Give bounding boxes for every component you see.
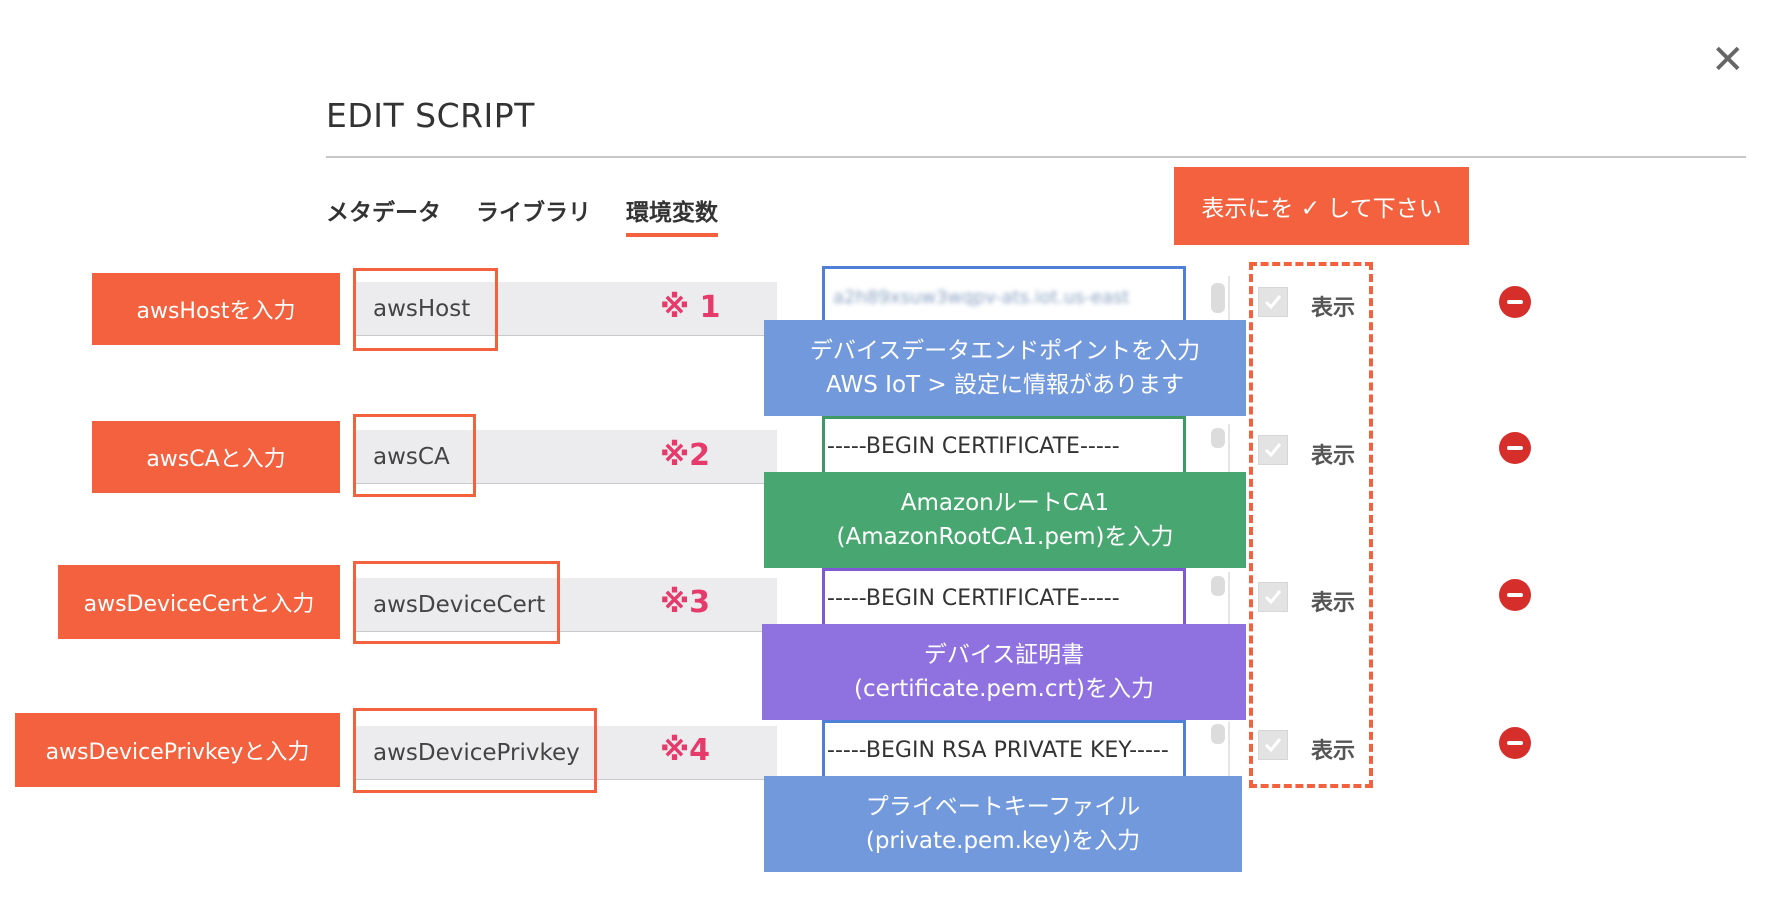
scroll-track bbox=[1228, 722, 1230, 776]
dialog-title: EDIT SCRIPT bbox=[326, 96, 535, 135]
scroll-track bbox=[1228, 424, 1230, 478]
close-icon[interactable]: ✕ bbox=[1711, 37, 1745, 83]
env-key-value: awsDeviceCert bbox=[373, 592, 546, 618]
note-marker-3: ※3 bbox=[660, 585, 711, 620]
scroll-track bbox=[1228, 276, 1230, 330]
env-key-input-awshost[interactable]: awsHost bbox=[355, 282, 777, 336]
info-callout-private-key: プライベートキーファイル (private.pem.key)を入力 bbox=[764, 776, 1242, 872]
value-scrollbar[interactable] bbox=[1211, 576, 1225, 596]
note-marker-4: ※4 bbox=[660, 733, 711, 768]
key-highlight-box bbox=[353, 414, 476, 497]
info-callout-endpoint: デバイスデータエンドポイントを入力 AWS IoT > 設定に情報があります bbox=[764, 320, 1246, 416]
note-marker-1: ※ 1 bbox=[660, 290, 721, 325]
checkmark-icon bbox=[1264, 590, 1282, 605]
key-highlight-box bbox=[353, 268, 498, 351]
show-checkbox[interactable] bbox=[1258, 582, 1288, 612]
env-key-input-awsca[interactable]: awsCA bbox=[355, 430, 777, 484]
scroll-track bbox=[1228, 572, 1230, 626]
key-highlight-box bbox=[353, 561, 560, 644]
minus-circle-icon[interactable] bbox=[1499, 432, 1531, 464]
checkmark-icon bbox=[1264, 738, 1282, 753]
note-marker-2: ※2 bbox=[660, 438, 711, 473]
value-scrollbar[interactable] bbox=[1211, 428, 1225, 448]
info-line: AmazonルートCA1 bbox=[900, 490, 1110, 516]
value-scrollbar[interactable] bbox=[1211, 283, 1225, 313]
env-key-value: awsDevicePrivkey bbox=[373, 740, 580, 766]
info-line: プライベートキーファイル bbox=[865, 794, 1141, 820]
callout-awsca: awsCAと入力 bbox=[92, 421, 340, 493]
callout-awsdeviceprivkey: awsDevicePrivkeyと入力 bbox=[15, 713, 340, 787]
info-callout-device-cert: デバイス証明書 (certificate.pem.crt)を入力 bbox=[762, 624, 1246, 720]
minus-circle-icon[interactable] bbox=[1499, 579, 1531, 611]
show-label: 表示 bbox=[1311, 739, 1356, 764]
show-column-highlight bbox=[1249, 262, 1373, 788]
show-checkbox[interactable] bbox=[1258, 287, 1288, 317]
env-value-text: -----BEGIN CERTIFICATE----- bbox=[827, 434, 1120, 459]
env-key-input-awsdevicecert[interactable]: awsDeviceCert bbox=[355, 578, 777, 632]
env-value-text: a2h89xsuw3wqpv-ats.iot.us-east bbox=[833, 287, 1130, 308]
env-value-input-awsdeviceprivkey[interactable]: -----BEGIN RSA PRIVATE KEY----- bbox=[822, 720, 1186, 782]
env-value-text: -----BEGIN CERTIFICATE----- bbox=[827, 586, 1120, 611]
callout-awshost: awsHostを入力 bbox=[92, 273, 340, 345]
show-checkbox-notice: 表示にを ✓ して下さい bbox=[1174, 167, 1469, 245]
checkmark-icon bbox=[1264, 443, 1282, 458]
show-checkbox[interactable] bbox=[1258, 435, 1288, 465]
env-value-text: -----BEGIN RSA PRIVATE KEY----- bbox=[827, 738, 1169, 763]
minus-circle-icon[interactable] bbox=[1499, 727, 1531, 759]
minus-circle-icon[interactable] bbox=[1499, 286, 1531, 318]
info-line: デバイスデータエンドポイントを入力 bbox=[809, 338, 1201, 364]
key-highlight-box bbox=[353, 708, 597, 793]
tab-metadata[interactable]: メタデータ bbox=[326, 200, 441, 226]
value-scrollbar[interactable] bbox=[1211, 724, 1225, 744]
info-line: AWS IoT > 設定に情報があります bbox=[826, 372, 1184, 398]
env-value-input-awsdevicecert[interactable]: -----BEGIN CERTIFICATE----- bbox=[822, 568, 1186, 630]
callout-awsdevicecert: awsDeviceCertと入力 bbox=[58, 565, 340, 639]
show-label: 表示 bbox=[1311, 296, 1356, 321]
env-key-value: awsCA bbox=[373, 444, 450, 470]
show-label: 表示 bbox=[1311, 591, 1356, 616]
show-checkbox[interactable] bbox=[1258, 730, 1288, 760]
info-callout-root-ca: AmazonルートCA1 (AmazonRootCA1.pem)を入力 bbox=[764, 472, 1246, 568]
env-key-input-awsdeviceprivkey[interactable]: awsDevicePrivkey bbox=[355, 726, 777, 780]
checkmark-icon bbox=[1264, 295, 1282, 310]
show-label: 表示 bbox=[1311, 444, 1356, 469]
info-line: デバイス証明書 bbox=[923, 642, 1085, 668]
tab-library[interactable]: ライブラリ bbox=[476, 200, 591, 226]
env-key-value: awsHost bbox=[373, 296, 471, 322]
env-value-input-awsca[interactable]: -----BEGIN CERTIFICATE----- bbox=[822, 416, 1186, 480]
info-line: (AmazonRootCA1.pem)を入力 bbox=[836, 524, 1174, 550]
title-divider bbox=[326, 156, 1746, 158]
info-line: (certificate.pem.crt)を入力 bbox=[854, 676, 1154, 702]
info-line: (private.pem.key)を入力 bbox=[865, 828, 1141, 854]
tab-environment-variables[interactable]: 環境変数 bbox=[626, 193, 718, 237]
